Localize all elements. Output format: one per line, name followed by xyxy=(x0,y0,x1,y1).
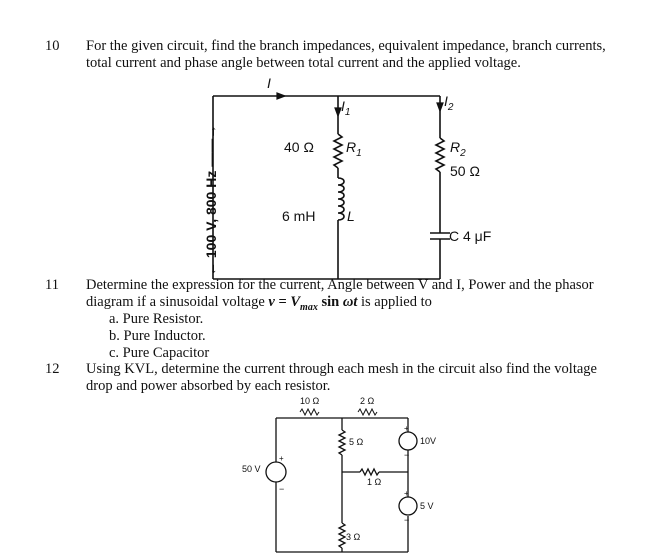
question-12-line1: Using KVL, determine the current through… xyxy=(86,361,597,377)
question-12-text: Using KVL, determine the current through… xyxy=(86,361,597,395)
question-11-line2: diagram if a sinusoidal voltage v = Vmax… xyxy=(86,294,432,313)
question-11-number: 11 xyxy=(45,277,59,293)
option-b: b. Pure Inductor. xyxy=(109,328,206,344)
total-current-arrow xyxy=(276,92,287,100)
question-10-text: For the given circuit, find the branch i… xyxy=(86,38,606,72)
resistor-1-label: 1 Ω xyxy=(367,477,382,487)
option-a: a. Pure Resistor. xyxy=(109,311,204,327)
source-50v-label: 50 V xyxy=(242,464,261,474)
resistor-2-label: 2 Ω xyxy=(360,396,375,406)
r1-value: 40 Ω xyxy=(284,139,314,155)
resistor-5-label: 5 Ω xyxy=(349,437,364,447)
source-10v-label: 10V xyxy=(420,436,436,446)
source-label: ← 100 V, 800 Hz ——→ xyxy=(203,125,219,276)
branch2-current-arrow xyxy=(436,102,444,113)
resistor-10-label: 10 Ω xyxy=(300,396,320,406)
circuit-diagram-2 xyxy=(265,407,418,553)
branch1-current-label: I1 xyxy=(341,98,350,118)
question-11-text: Determine the expression for the current… xyxy=(86,277,594,316)
source-10v-minus: − xyxy=(404,450,409,460)
branch2-current-label: I2 xyxy=(444,93,454,113)
source-50v-plus: + xyxy=(279,454,284,463)
inductor-label: L xyxy=(347,208,355,224)
question-10-number: 10 xyxy=(45,38,60,54)
question-12-line2: drop and power absorbed by each resistor… xyxy=(86,378,331,394)
source-5v-plus: + xyxy=(404,489,409,498)
r2-label: R2 xyxy=(450,139,466,159)
r1-label: R1 xyxy=(346,139,362,159)
r2-value: 50 Ω xyxy=(450,163,480,179)
total-current-label: I xyxy=(267,75,271,91)
option-c: c. Pure Capacitor xyxy=(109,345,210,361)
capacitor-label: C 4 μF xyxy=(449,228,491,244)
inductor-value: 6 mH xyxy=(282,208,315,224)
question-10-line2: total current and phase angle between to… xyxy=(86,55,521,71)
source-5v-minus: − xyxy=(404,515,409,525)
source-50v-minus: − xyxy=(279,484,284,494)
resistor-3-label: 3 Ω xyxy=(346,532,361,542)
question-11-line1: Determine the expression for the current… xyxy=(86,277,594,293)
source-10v-plus: + xyxy=(404,424,409,433)
question-10-line1: For the given circuit, find the branch i… xyxy=(86,38,606,54)
source-5v-label: 5 V xyxy=(420,501,434,511)
branch1-current-arrow xyxy=(334,107,342,118)
question-12-number: 12 xyxy=(45,361,60,377)
